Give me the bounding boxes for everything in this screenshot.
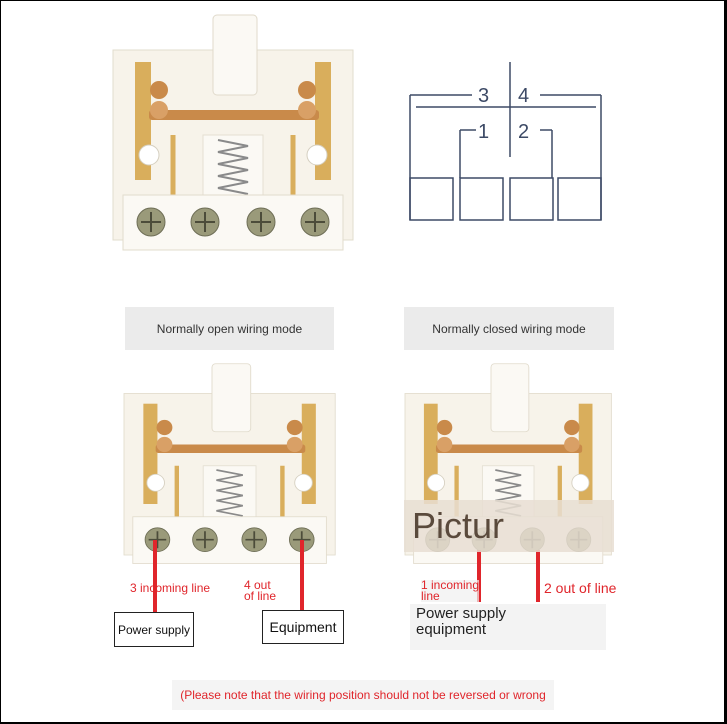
number-2: 2 bbox=[518, 121, 529, 143]
out-line-4-text-1: 4 out bbox=[244, 578, 271, 592]
incoming-line-3-label: 3 incoming line bbox=[130, 581, 211, 595]
incoming-line-1-label: 1 incoming line bbox=[421, 578, 480, 603]
incoming-line-1-text-2: line bbox=[421, 589, 440, 603]
out-line-2-label: 2 out of line bbox=[544, 580, 617, 596]
number-1: 1 bbox=[478, 121, 489, 143]
normally-open-label: Normally open wiring mode bbox=[125, 307, 334, 350]
watermark-overlay: Pictur bbox=[404, 500, 614, 552]
number-3: 3 bbox=[478, 85, 489, 107]
number-4: 4 bbox=[518, 85, 529, 107]
power-supply-equipment-text-1: Power supply bbox=[416, 605, 507, 622]
contact-schematic bbox=[409, 62, 602, 221]
power-supply-equipment-text-2: equipment bbox=[416, 621, 487, 638]
power-supply-equipment-box: Power supply equipment bbox=[410, 604, 606, 650]
power-supply-box: Power supply bbox=[114, 612, 194, 647]
out-line-4-label: 4 out of line bbox=[244, 578, 277, 603]
equipment-box: Equipment bbox=[262, 610, 344, 644]
wiring-warning-note: (Please note that the wiring position sh… bbox=[172, 680, 554, 710]
normally-closed-label: Normally closed wiring mode bbox=[404, 307, 614, 350]
out-line-4-text-2: of line bbox=[244, 589, 277, 603]
incoming-line-1-text-1: 1 incoming bbox=[421, 578, 480, 592]
